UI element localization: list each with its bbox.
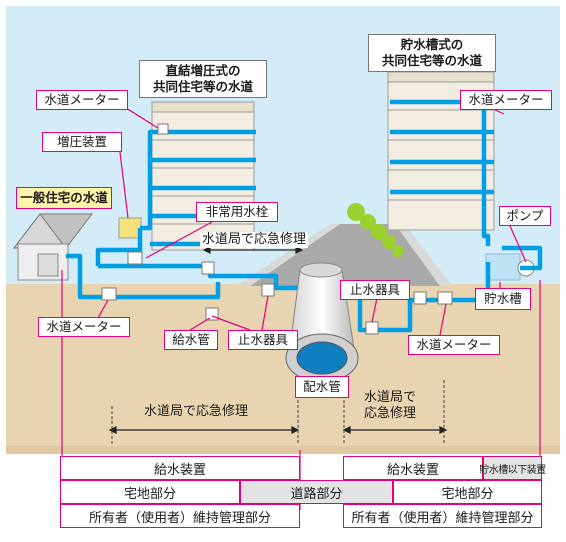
row-owner-left: 所有者（使用者）維持管理部分 <box>60 504 300 528</box>
road-edge <box>395 224 452 286</box>
row-private-left: 宅地部分 <box>60 480 240 504</box>
title-left-building: 直結増圧式の 共同住宅等の水道 <box>139 60 267 98</box>
house <box>12 213 94 281</box>
label-stop-valve-left: 止水器具 <box>228 330 298 350</box>
row-supply-right: 給水装置 <box>343 456 483 480</box>
road-edge-left <box>236 224 340 286</box>
label-booster: 増圧装置 <box>42 132 122 152</box>
row-owner-right: 所有者（使用者）維持管理部分 <box>343 504 542 528</box>
row-supply-left: 給水装置 <box>60 456 300 480</box>
label-service-pipe: 給水管 <box>164 330 218 350</box>
title-right-line1: 貯水槽式の <box>400 37 464 53</box>
label-meter-right-ground: 水道メーター <box>408 335 500 355</box>
booster-unit <box>118 217 142 239</box>
repair-right-line1: 水道局で <box>364 390 417 405</box>
row-tank-equipment: 貯水槽以下装置 <box>479 456 546 480</box>
trees <box>347 203 404 257</box>
label-meter-top-left: 水道メーター <box>36 90 128 110</box>
ground-band <box>6 446 560 454</box>
repair-road-text: 水道局で応急修理 <box>200 232 309 249</box>
title-left-line2: 共同住宅等の水道 <box>152 79 253 94</box>
title-right-building: 貯水槽式の 共同住宅等の水道 <box>368 34 496 72</box>
distribution-pipe <box>285 262 359 383</box>
label-tank: 貯水槽 <box>475 288 531 310</box>
label-hydrant: 非常用水栓 <box>196 202 278 222</box>
arrows <box>108 246 448 434</box>
repair-right-text: 水道局で 応急修理 <box>364 390 416 423</box>
label-meter-top-right: 水道メーター <box>460 90 552 110</box>
water-tank <box>485 253 521 281</box>
repair-left-text: 水道局で応急修理 <box>144 404 249 419</box>
label-pump: ポンプ <box>499 206 551 226</box>
row-private-right: 宅地部分 <box>393 480 542 504</box>
label-stop-valve-right: 止水器具 <box>340 280 410 300</box>
title-left-line1: 直結増圧式の <box>165 63 241 79</box>
label-meter-house: 水道メーター <box>38 317 130 337</box>
title-house: 一般住宅の水道 <box>16 187 112 209</box>
repair-right-line2: 応急修理 <box>364 406 417 422</box>
title-right-line2: 共同住宅等の水道 <box>381 53 482 68</box>
ground <box>6 284 560 452</box>
label-main-pipe: 配水管 <box>295 376 349 398</box>
row-road: 道路部分 <box>240 480 393 504</box>
